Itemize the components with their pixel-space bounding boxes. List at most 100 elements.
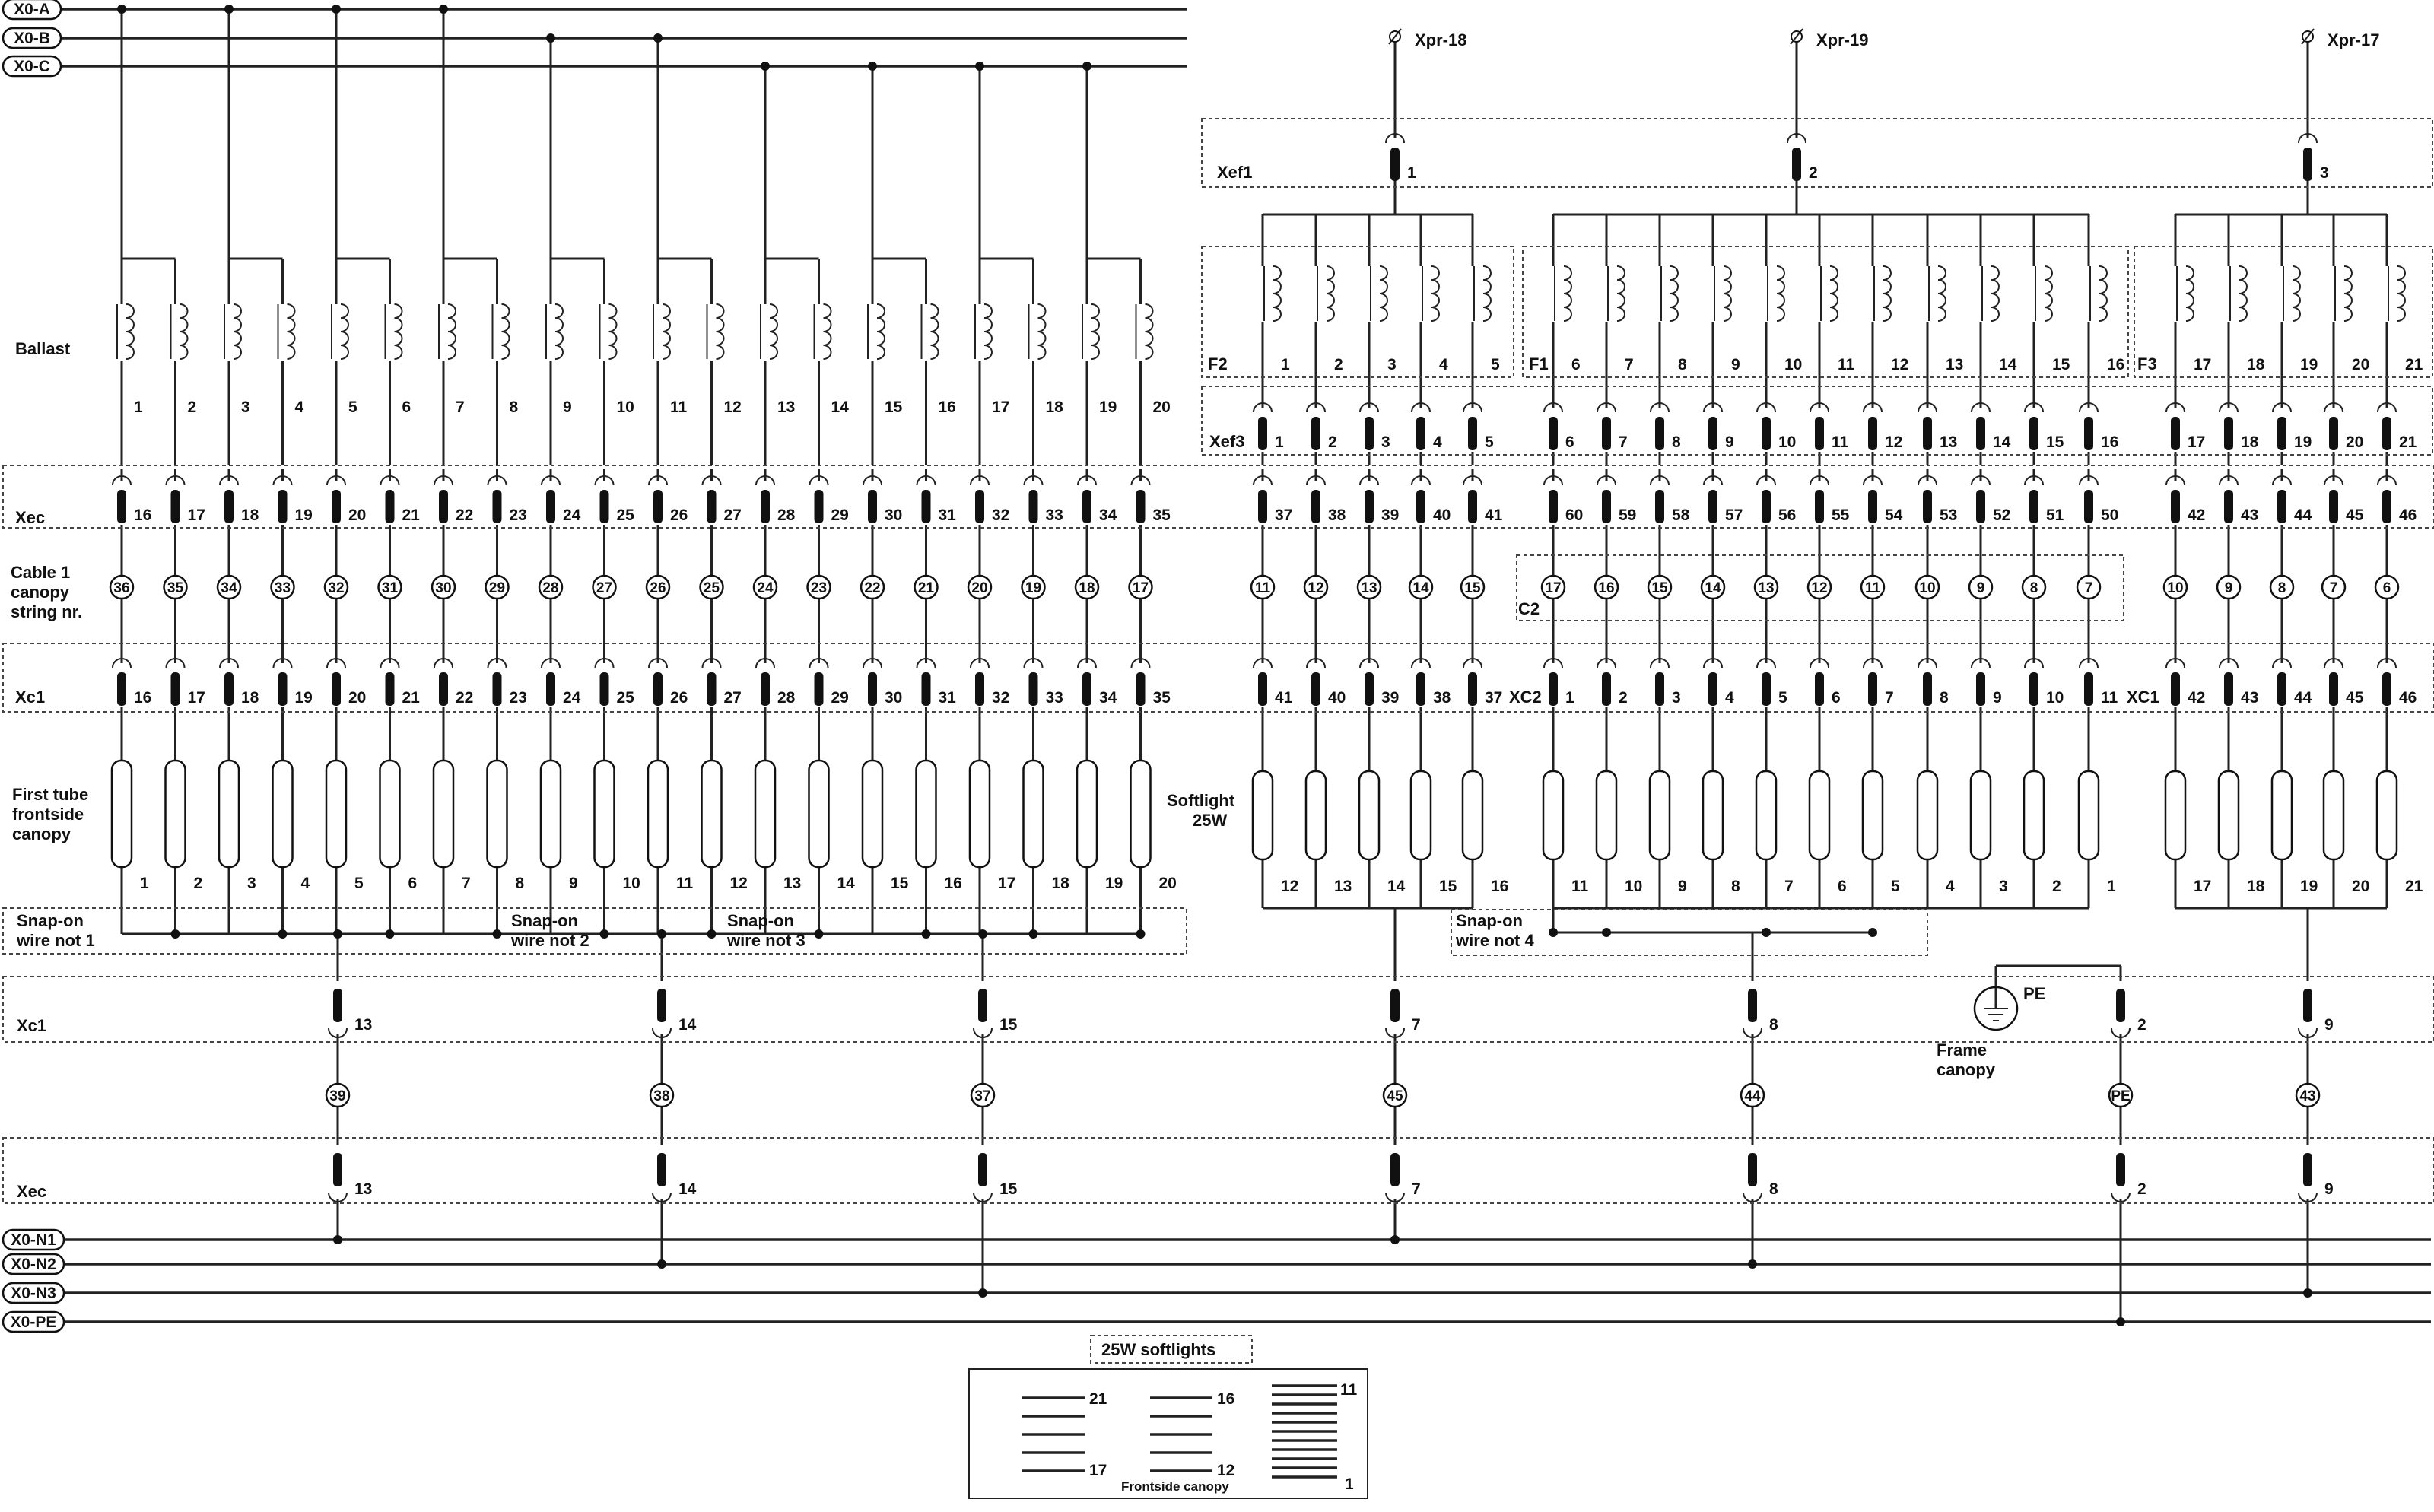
g2-string-3-xc-socket: [1650, 658, 1670, 669]
g2-string-5-f-num: 10: [1784, 356, 1802, 373]
left-pair-9-bus-dot: [1082, 62, 1091, 71]
g1-string-3-tube-num: 14: [1387, 878, 1406, 895]
left-string-16-cable-text: 21: [918, 580, 935, 596]
left-string-4-ballast-coil: [287, 303, 296, 360]
left-string-3-tube-num: 3: [247, 875, 256, 892]
left-string-4-xec-num: 19: [295, 507, 313, 524]
left-string-19-xec-socket: [1077, 475, 1097, 486]
return-3-junction: [978, 929, 987, 939]
g3-string-1-xef3-socket: [2165, 402, 2185, 413]
g1-string-3-xec-num: 39: [1381, 507, 1399, 524]
g2-string-10-xec-socket: [2024, 475, 2044, 486]
g2-string-3-xc-num: 3: [1672, 689, 1681, 707]
g1-string-3-xef3-num: 3: [1381, 434, 1390, 451]
left-string-2-tube-num: 2: [194, 875, 203, 892]
g3-string-1-xec-num: 42: [2188, 507, 2205, 524]
f1-group-box: [1522, 246, 2129, 378]
bus-tag-x0-c: [2, 55, 62, 78]
g1-string-3-f-num: 3: [1387, 356, 1397, 373]
left-string-18-xec-socket: [1023, 475, 1044, 486]
g2-string-3-tube-num: 9: [1678, 878, 1687, 895]
xec-label-bottom: Xec: [17, 1182, 46, 1201]
g1-string-3-tube-glass: [1358, 770, 1381, 861]
left-string-10-cable-text: 27: [596, 580, 612, 596]
g2-string-6-tube-num: 6: [1838, 878, 1847, 895]
left-string-7-xc1-socket: [434, 658, 453, 669]
snap-label-3b: wire not 3: [726, 931, 806, 950]
left-string-7-xc1-pin: [439, 672, 448, 706]
left-string-11-ballast-coil: [662, 303, 671, 360]
first-tube-label-1: First tube: [12, 785, 88, 804]
left-string-12-ballast-coil: [716, 303, 725, 360]
left-string-11-xc1-pin: [653, 672, 663, 706]
left-string-20-ballast-num: 20: [1153, 399, 1171, 416]
g2-string-9-xef3-pin: [1976, 417, 1985, 450]
legend-num-11: 11: [1340, 1381, 1358, 1399]
f3-label: F3: [2137, 354, 2157, 373]
g3-string-3-tube-num: 19: [2300, 878, 2318, 895]
g1-string-2-xc-pin: [1311, 672, 1320, 706]
left-string-14-ballast-num: 14: [831, 399, 850, 416]
left-string-15-cable-ring: [860, 574, 885, 600]
return-5-xec-num: 8: [1769, 1180, 1778, 1198]
left-string-12-tube-num: 12: [730, 875, 748, 892]
g2-string-4-xef3-pin: [1708, 417, 1717, 450]
g1-string-4-xec-pin: [1416, 490, 1425, 523]
g3-string-1-xc-pin: [2171, 672, 2180, 706]
left-pair-1-bus-dot: [224, 5, 234, 14]
return-7-xec-num: 9: [2324, 1180, 2334, 1198]
g3-string-1-f-num: 17: [2194, 356, 2211, 373]
left-string-9-xc1-pin: [546, 672, 555, 706]
g1-string-1-xec-num: 37: [1275, 507, 1292, 524]
left-string-2-xec-socket: [165, 475, 186, 486]
left-string-15-tube-num: 15: [891, 875, 909, 892]
g1-string-5-xef3-num: 5: [1485, 434, 1494, 451]
g2-string-2-xef3-pin: [1602, 417, 1611, 450]
g2-string-8-ballast-coil: [1937, 265, 1946, 322]
g2-string-11-xef3-socket: [2079, 402, 2099, 413]
left-string-7-tube-glass: [432, 759, 455, 869]
xc1-label-top: Xc1: [15, 688, 45, 707]
left-string-18-xec-pin: [1028, 490, 1038, 523]
left-string-18-xc1-pin: [1028, 672, 1038, 706]
legend-caption: Frontside canopy: [1121, 1479, 1229, 1494]
left-string-15-xec-num: 30: [885, 507, 902, 524]
g1-string-2-cable-ring: [1303, 574, 1329, 600]
left-string-16-xc1-pin: [921, 672, 931, 706]
return-1-xec-num: 13: [354, 1180, 372, 1198]
snap-4-dot-3: [1868, 928, 1877, 937]
g1-string-5-tube-glass: [1461, 770, 1484, 861]
g1-string-5-xc-socket: [1463, 658, 1482, 669]
g2-string-6-xef3-num: 11: [1832, 434, 1849, 451]
left-string-4-xc1-num: 19: [295, 689, 313, 707]
g2-string-10-ballast-coil: [2044, 265, 2053, 322]
g2-string-10-xef3-pin: [2029, 417, 2038, 450]
snap-3-dot-18: [1136, 929, 1146, 939]
left-string-10-tube-glass: [593, 759, 615, 869]
left-string-3-cable-ring: [216, 574, 242, 600]
left-string-14-xec-pin: [814, 490, 824, 523]
g2-string-7-cable-text: 11: [1865, 580, 1881, 596]
left-string-8-xc1-num: 23: [510, 689, 527, 707]
left-string-1-xec-num: 16: [134, 507, 151, 524]
legend-num-1: 1: [1345, 1475, 1354, 1493]
bus-tag-x0-n1: [2, 1228, 65, 1251]
frame-canopy-label-2: canopy: [1937, 1060, 1996, 1079]
left-string-12-xc1-pin: [707, 672, 717, 706]
left-string-18-cable-ring: [1021, 574, 1046, 600]
g2-string-5-cable-text: 13: [1758, 580, 1774, 596]
bus-label-x0-pe: X0-PE: [11, 1313, 57, 1331]
left-string-10-xec-num: 25: [617, 507, 635, 524]
snap4-box: [1451, 909, 1928, 956]
left-string-14-cable-ring: [806, 574, 831, 600]
return-4-cable-ring: [1382, 1082, 1408, 1108]
g2-string-7-xec-pin: [1868, 490, 1877, 523]
g1-string-5-xef3-pin: [1468, 417, 1477, 450]
g3-string-3-ballast-coil: [2292, 265, 2301, 322]
return-3-xc1-num: 15: [999, 1016, 1018, 1034]
left-string-4-ballast-num: 4: [295, 399, 304, 416]
left-string-1-tube-glass: [110, 759, 133, 869]
g2-string-11-xec-pin: [2084, 490, 2093, 523]
g2-string-5-xc-num: 5: [1778, 689, 1787, 707]
left-string-6-xc1-pin: [385, 672, 395, 706]
